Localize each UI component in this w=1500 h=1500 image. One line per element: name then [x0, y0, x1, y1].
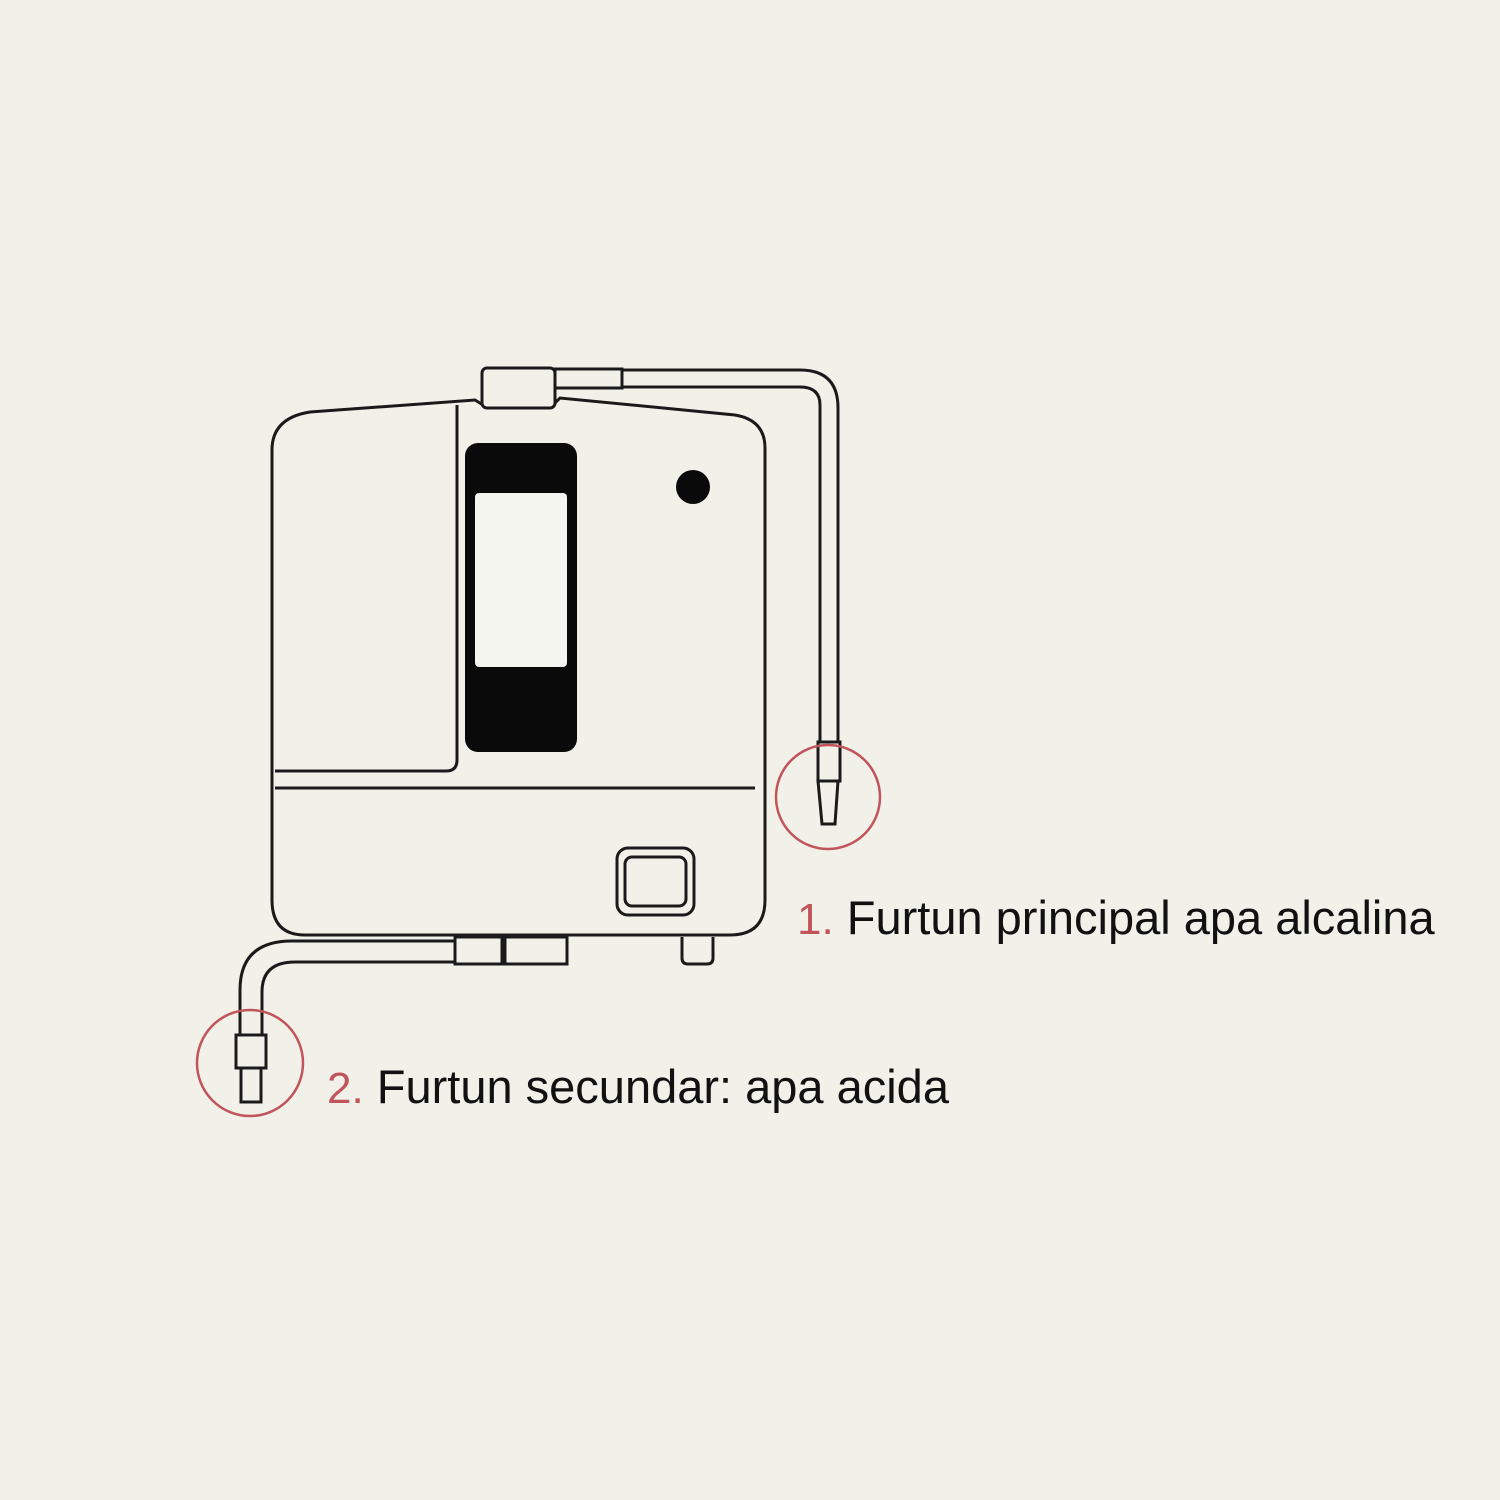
highlight-circle-2 — [195, 1008, 305, 1118]
device-body — [270, 396, 767, 937]
callout-2-text: Furtun secundar: apa acida — [376, 1060, 949, 1113]
acid-hose — [238, 939, 455, 1035]
bottom-connector-a — [453, 935, 504, 966]
callout-1: 1. Furtun principal apa alcalina — [797, 894, 1435, 942]
operation-button-outer — [615, 846, 696, 917]
callout-1-number: 1. — [797, 895, 834, 944]
bottom-connector-b — [503, 935, 569, 966]
callout-2-number: 2. — [327, 1064, 364, 1113]
acid-hose-fitting — [234, 1033, 268, 1104]
top-connector-sleeve — [553, 367, 624, 390]
callout-1-text: Furtun principal apa alcalina — [846, 891, 1435, 944]
top-connector — [480, 366, 557, 410]
highlight-circle-1 — [774, 743, 882, 851]
indicator-dot — [676, 470, 710, 504]
alkaline-hose-fitting — [816, 740, 842, 826]
side-panel-divider — [275, 405, 459, 773]
operation-button-inner — [623, 855, 688, 908]
foot — [680, 937, 715, 966]
display-screen — [475, 493, 567, 667]
callout-2: 2. Furtun secundar: apa acida — [327, 1063, 949, 1111]
alkaline-hose — [622, 368, 840, 742]
